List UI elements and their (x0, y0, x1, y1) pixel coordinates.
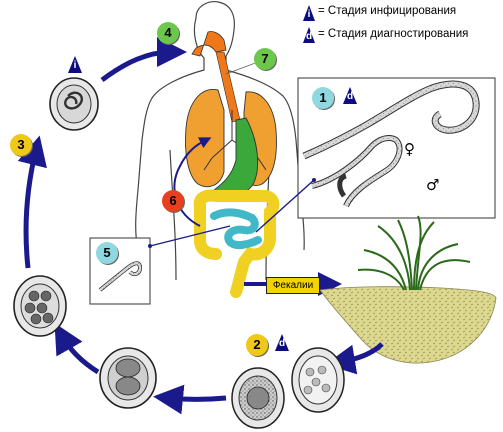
stage-6-label: 6 (162, 190, 184, 212)
feces-label: Фекалии (266, 277, 320, 294)
soil-mound (319, 286, 497, 364)
stage-7-label: 7 (254, 48, 276, 70)
twocell-to-morula-arrow (54, 322, 100, 375)
stage-2-label: 2 (246, 334, 268, 356)
stage-2-diagnostic-marker: d (275, 334, 289, 351)
stage7-pointer (225, 61, 259, 75)
egg-fertilized (231, 367, 285, 429)
embryo-to-mouth-arrow (100, 37, 187, 83)
small-intestine-shape (210, 208, 262, 250)
egg-morula (13, 275, 67, 337)
legend-diagnostic-text: = Стадия диагностирования (318, 28, 469, 40)
stage-5-label: 5 (96, 242, 118, 264)
infective-marker-symbol: i (73, 60, 77, 71)
female-symbol: ♀ (404, 140, 415, 158)
legend-infective-text: = Стадия инфицирования (318, 5, 457, 17)
worms-pointer-line (255, 179, 315, 233)
larva-pointer-line (149, 225, 231, 247)
legend-infective-symbol: i (307, 9, 311, 20)
male-symbol: ♂ (426, 176, 440, 194)
migration-path-arrow (173, 137, 212, 227)
stage-4-label: 4 (157, 22, 179, 44)
legend-diagnostic-symbol: d (305, 31, 313, 42)
legend-diagnostic-triangle: d (303, 27, 315, 43)
eggs-to-twocell-arrow (153, 384, 227, 415)
egg-two-cell (99, 347, 157, 409)
stage-2-marker-symbol: d (278, 338, 286, 349)
left-lung-shape (185, 89, 225, 188)
stage-3-label: 3 (10, 134, 32, 156)
large-intestine-shape (193, 189, 280, 298)
stage-1-diagnostic-marker: d (343, 87, 357, 104)
egg-unfertilized (291, 347, 345, 413)
egg-embryonated (49, 77, 99, 131)
legend-infective-triangle: i (303, 5, 315, 21)
stage-1-label: 1 (312, 87, 334, 109)
grass (357, 215, 471, 291)
morula-to-embryo-arrow (17, 135, 47, 269)
soil-to-eggs-arrow (325, 342, 384, 375)
stage-1-marker-symbol: d (346, 91, 354, 102)
infective-stage-marker: i (68, 56, 82, 73)
